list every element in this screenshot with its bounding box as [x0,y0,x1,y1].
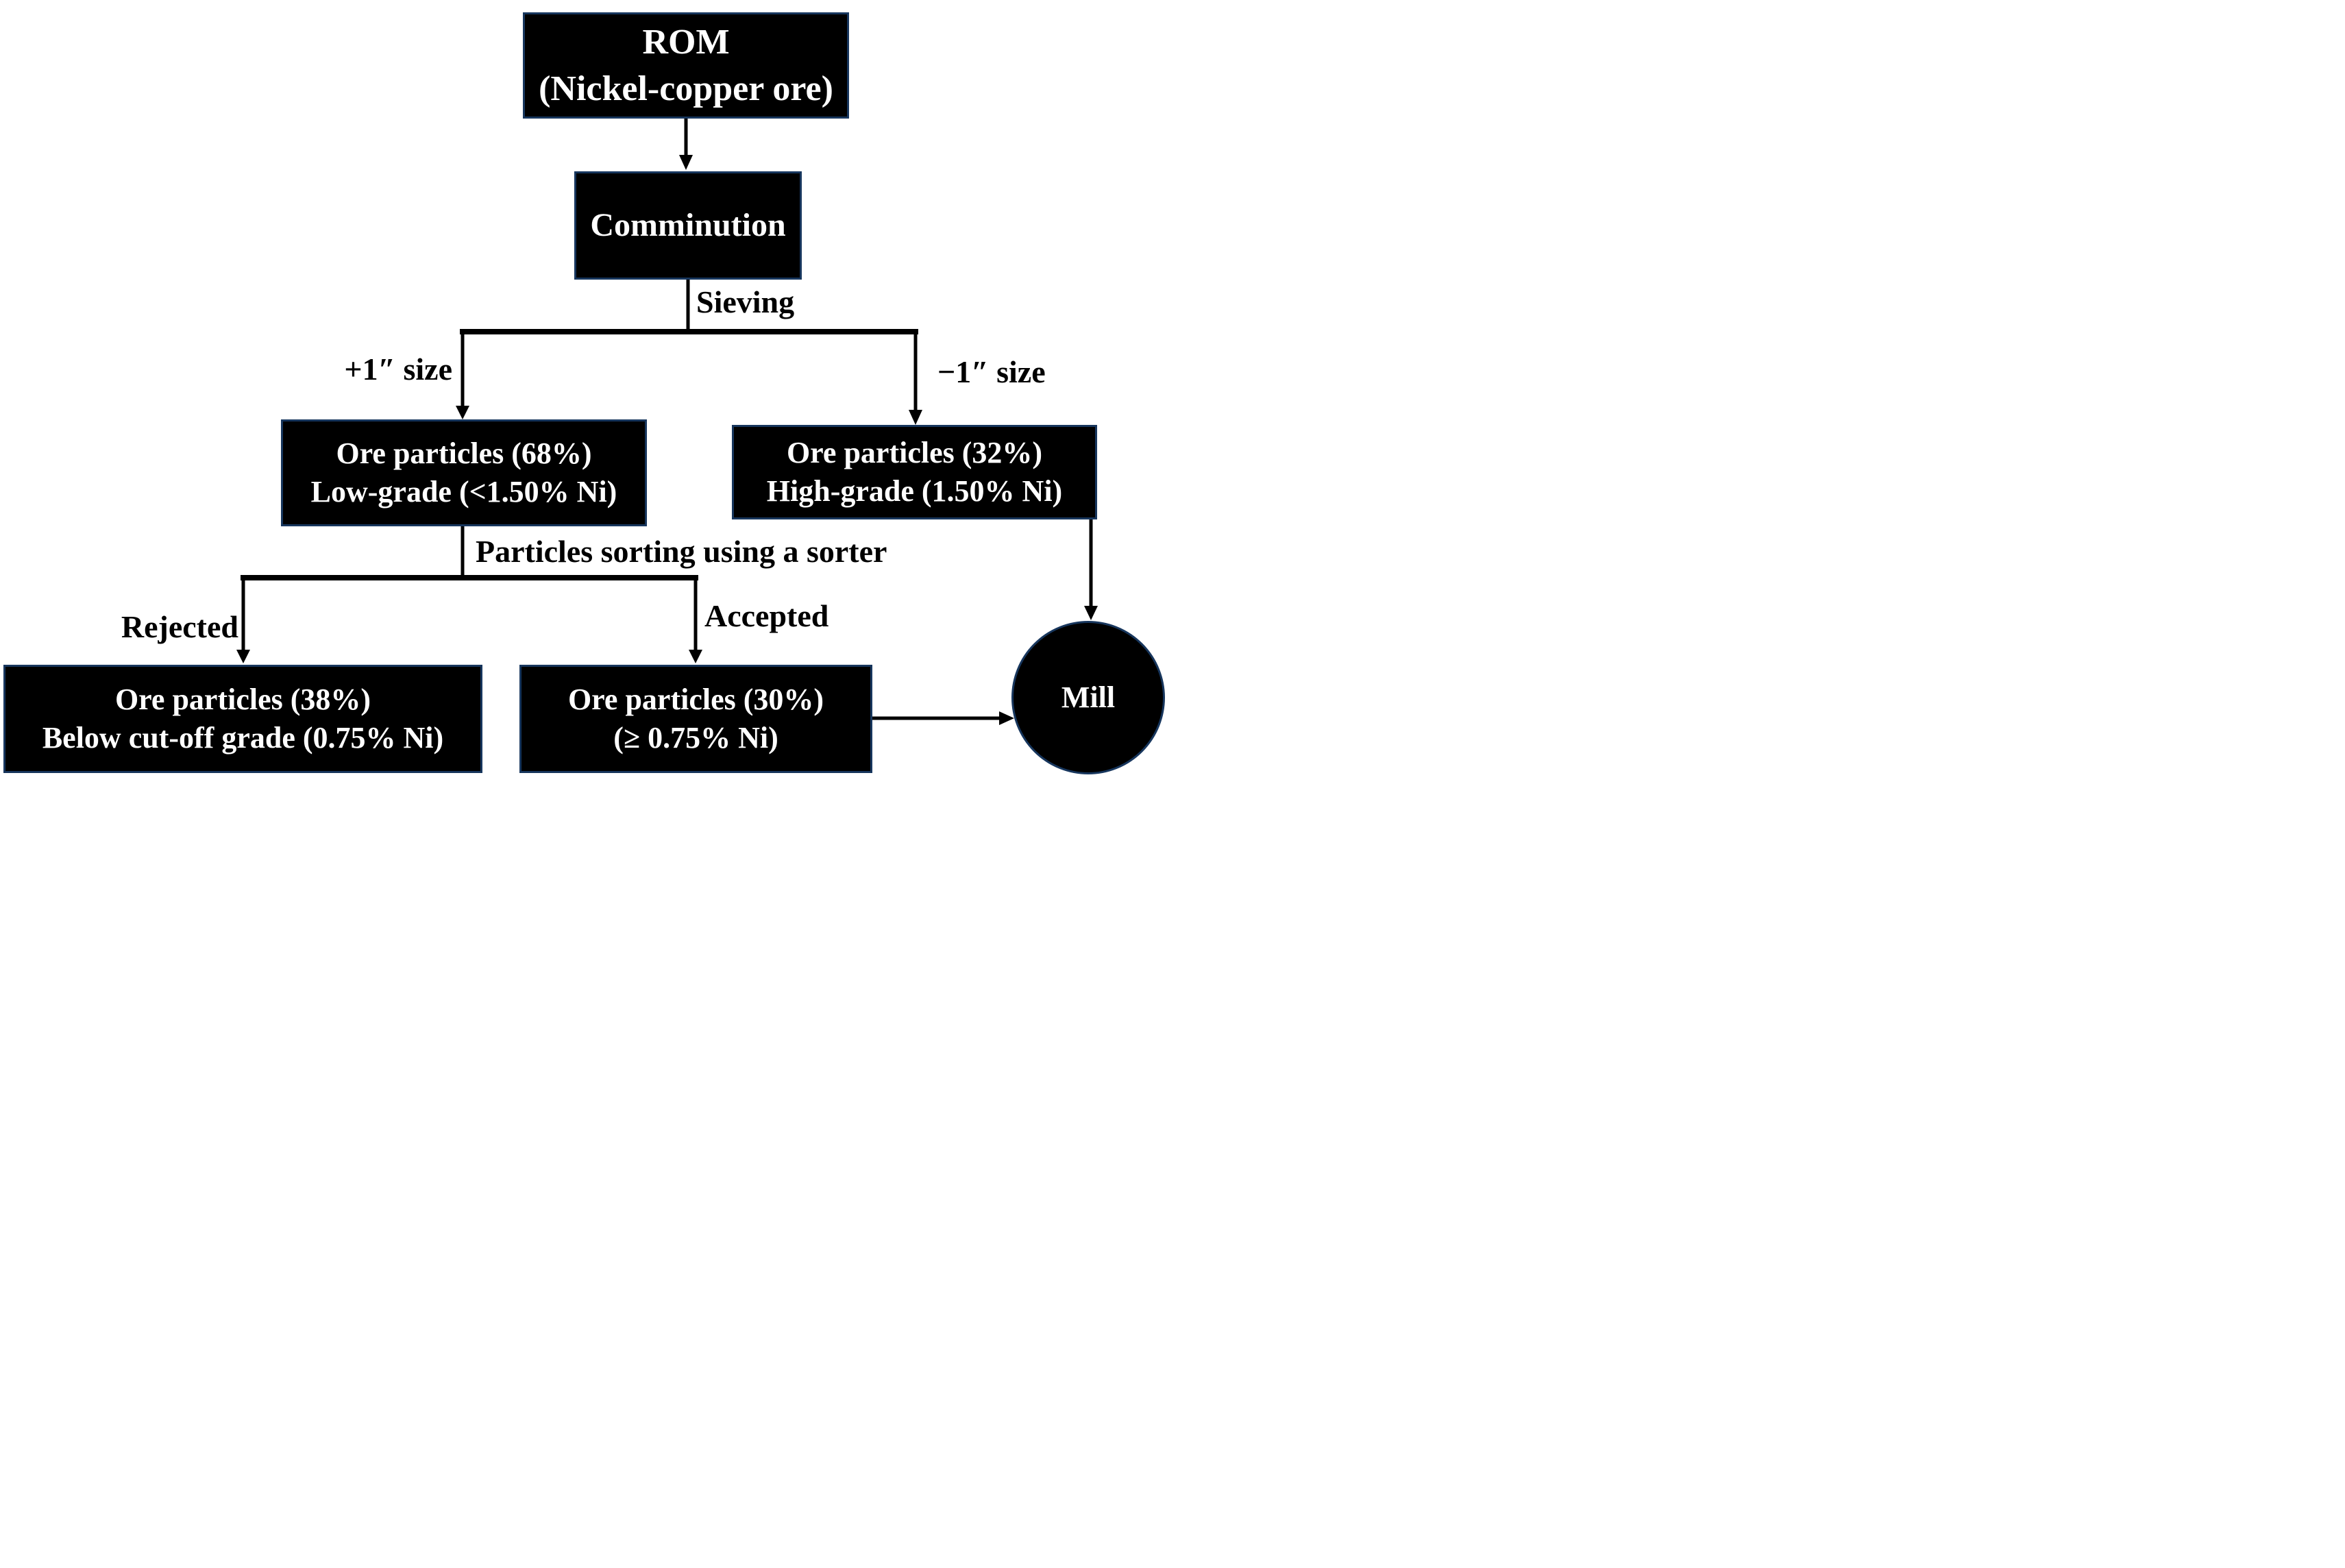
node-comminution: Comminution [574,171,802,280]
edge-label-particles-sorting: Particles sorting using a sorter [476,534,887,569]
arrow-sieving-to-high-grade [909,332,922,425]
edge-label-accepted: Accepted [704,598,829,633]
node-rom: ROM (Nickel-copper ore) [523,12,849,119]
node-accepted-ore: Ore particles (30%) (≥ 0.75% Ni) [519,665,872,773]
edges-layer [236,119,1098,725]
node-accepted-ore-line2: (≥ 0.75% Ni) [613,721,778,755]
node-below-cutoff-line1: Ore particles (38%) [114,682,371,716]
node-mill: Mill [1011,621,1165,774]
arrow-sieving-to-low-grade [456,332,469,419]
node-below-cutoff-ore: Ore particles (38%) Below cut-off grade … [3,665,482,773]
node-rom-line2: (Nickel-copper ore) [539,69,833,108]
node-below-cutoff-line2: Below cut-off grade (0.75% Ni) [42,721,444,755]
node-comminution-label: Comminution [590,207,786,244]
edge-label-rejected: Rejected [121,609,238,644]
node-high-grade-line2: High-grade (1.50% Ni) [766,474,1063,508]
node-high-grade-line1: Ore particles (32%) [786,435,1043,469]
edge-label-minus-1-inch-size: −1″ size [937,354,1046,389]
node-accepted-ore-line1: Ore particles (30%) [567,682,824,716]
arrow-high-grade-to-mill [1084,519,1098,620]
arrow-accepted-to-accepted-ore [689,578,702,663]
node-low-grade-ore: Ore particles (68%) Low-grade (<1.50% Ni… [281,419,647,526]
node-low-grade-line1: Ore particles (68%) [336,436,592,470]
edge-label-sieving: Sieving [696,284,795,319]
node-rom-line1: ROM [642,22,730,62]
node-high-grade-ore: Ore particles (32%) High-grade (1.50% Ni… [732,425,1097,519]
arrow-rejected-to-below-cutoff [236,578,250,663]
node-low-grade-line2: Low-grade (<1.50% Ni) [310,475,617,509]
node-mill-label: Mill [1061,680,1116,714]
arrow-rom-to-comminution [679,119,693,170]
arrow-accepted-ore-to-mill [872,711,1014,725]
flowchart-canvas: ROM (Nickel-copper ore) Comminution Ore … [0,0,1172,784]
edge-label-plus-1-inch-size: +1″ size [344,352,452,387]
